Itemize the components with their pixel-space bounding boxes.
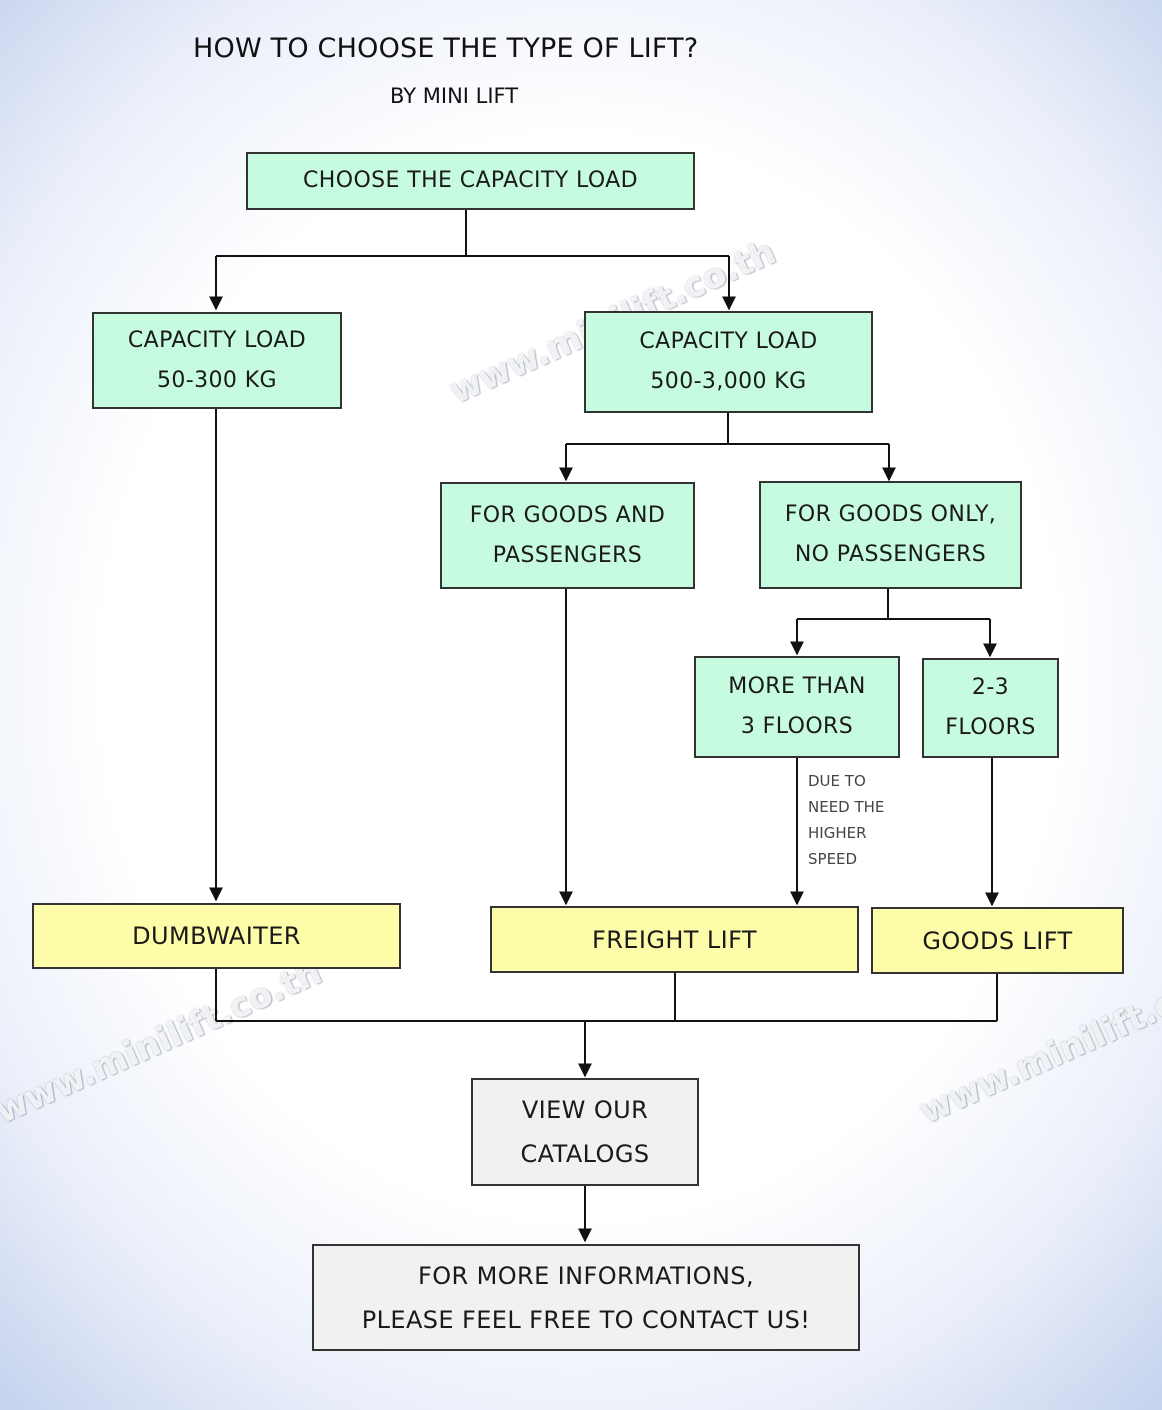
node-label: FOR GOODS AND: [469, 502, 666, 528]
node-2-3-floors: 2-3 FLOORS: [922, 658, 1059, 758]
node-goods-and-passengers: FOR GOODS AND PASSENGERS: [440, 482, 695, 589]
node-capacity-large: CAPACITY LOAD 500-3,000 KG: [584, 311, 873, 413]
page-subtitle: BY MINI LIFT: [390, 84, 519, 108]
node-label: FOR GOODS ONLY,: [784, 502, 997, 527]
node-dumbwaiter: DUMBWAITER: [32, 903, 401, 969]
page-title: HOW TO CHOOSE THE TYPE OF LIFT?: [193, 33, 699, 64]
node-label: CAPACITY LOAD: [639, 329, 818, 354]
node-label: PASSENGERS: [492, 542, 643, 568]
node-label: NO PASSENGERS: [794, 542, 987, 567]
note-line: SPEED: [808, 850, 858, 868]
node-label: FREIGHT LIFT: [592, 925, 757, 954]
node-label: 50-300 KG: [157, 367, 277, 393]
node-label: MORE THAN: [728, 674, 866, 699]
node-label: 3 FLOORS: [740, 714, 854, 739]
node-choose-capacity: CHOOSE THE CAPACITY LOAD: [246, 152, 695, 210]
node-label: DUMBWAITER: [132, 922, 301, 950]
note-line: HIGHER: [808, 824, 867, 842]
edge-note-higher-speed: DUE TO NEED THE HIGHER SPEED: [808, 768, 884, 872]
node-label: VIEW OUR: [521, 1096, 649, 1124]
note-line: NEED THE: [808, 798, 885, 816]
node-contact-us[interactable]: FOR MORE INFORMATIONS, PLEASE FEEL FREE …: [312, 1244, 860, 1351]
node-goods-only: FOR GOODS ONLY, NO PASSENGERS: [759, 481, 1022, 589]
node-label: CHOOSE THE CAPACITY LOAD: [303, 168, 638, 193]
node-view-catalogs[interactable]: VIEW OUR CATALOGS: [471, 1078, 699, 1186]
node-label: PLEASE FEEL FREE TO CONTACT US!: [361, 1305, 811, 1334]
node-label: FLOORS: [945, 715, 1036, 740]
node-label: 2-3: [971, 675, 1010, 700]
node-label: GOODS LIFT: [922, 926, 1073, 955]
node-capacity-small: CAPACITY LOAD 50-300 KG: [92, 312, 342, 409]
node-more-than-3-floors: MORE THAN 3 FLOORS: [694, 656, 900, 758]
node-label: CATALOGS: [520, 1140, 650, 1168]
node-goods-lift: GOODS LIFT: [871, 907, 1124, 974]
node-label: FOR MORE INFORMATIONS,: [418, 1261, 754, 1290]
node-freight-lift: FREIGHT LIFT: [490, 906, 859, 973]
node-label: CAPACITY LOAD: [127, 327, 307, 353]
note-line: DUE TO: [808, 772, 866, 790]
node-label: 500-3,000 KG: [650, 369, 807, 394]
